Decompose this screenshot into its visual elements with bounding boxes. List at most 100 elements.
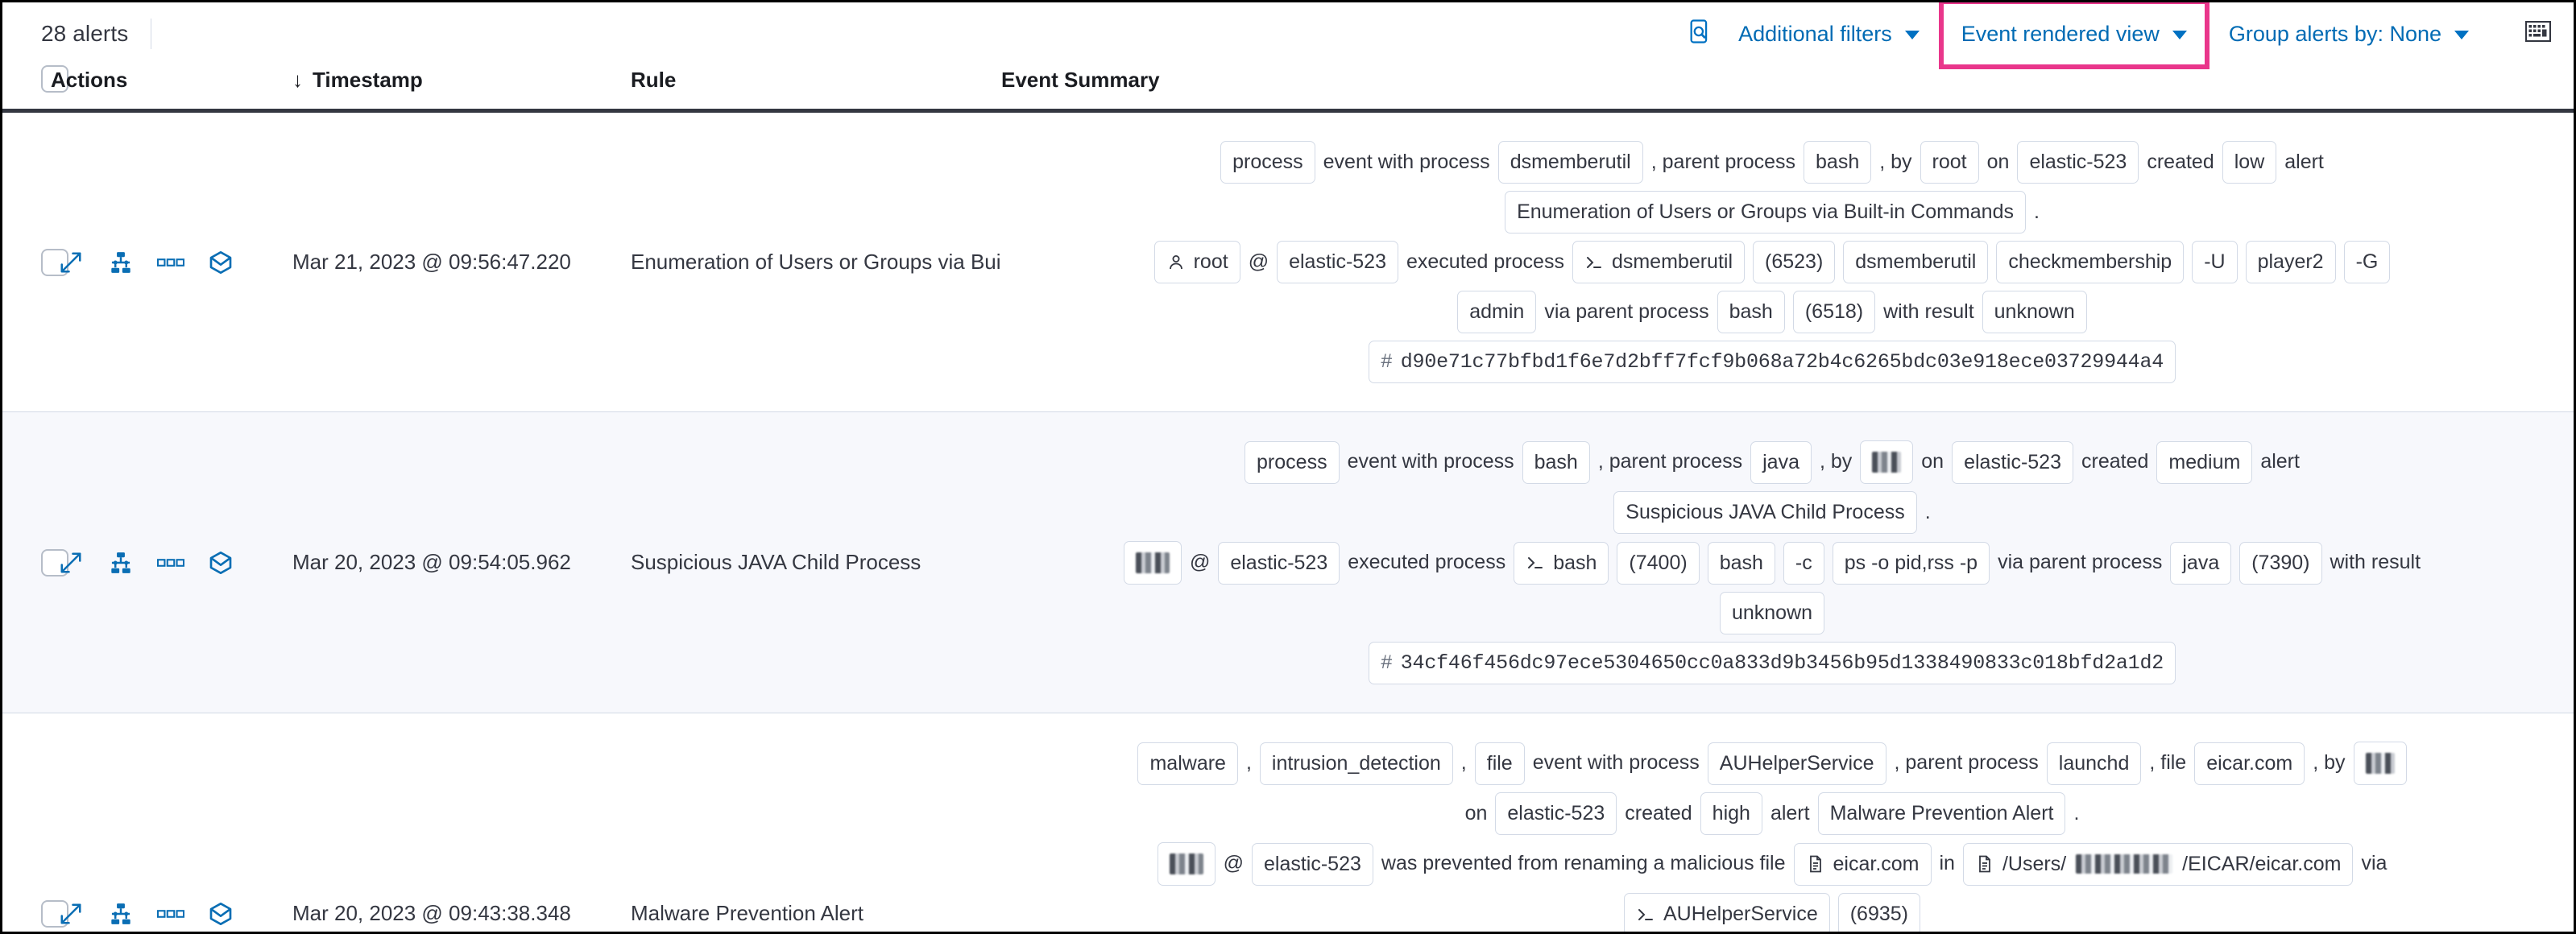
group-alerts-by-button[interactable]: Group alerts by: None <box>2214 14 2483 55</box>
summary-badge[interactable]: malware <box>1137 742 1238 785</box>
badge-label: bash <box>1719 551 1763 574</box>
summary-badge[interactable]: eicar.com <box>2194 742 2305 785</box>
inspect-button[interactable] <box>1677 10 1724 59</box>
keyboard-shortcuts-button[interactable] <box>2516 13 2564 56</box>
expand-icon[interactable] <box>57 900 85 928</box>
summary-badge[interactable]: process <box>1245 440 1340 484</box>
alerts-count-label: 28 alerts <box>41 21 129 46</box>
session-view-icon[interactable] <box>207 900 234 928</box>
more-actions-icon[interactable] <box>157 549 184 577</box>
analyzer-icon[interactable] <box>107 900 135 928</box>
summary-badge[interactable]: ps -o pid,rss -p <box>1832 541 1990 585</box>
file-hash-badge[interactable]: #34cf46f456dc97ece5304650cc0a833d9b3456b… <box>1368 642 2176 684</box>
summary-badge[interactable]: dsmemberutil <box>1497 141 1643 184</box>
summary-badge[interactable]: unknown <box>1982 291 2087 333</box>
summary-badge[interactable]: file <box>1474 742 1525 785</box>
summary-badge[interactable]: dsmemberutil <box>1572 241 1746 283</box>
summary-text: , by <box>1819 450 1853 473</box>
summary-badge[interactable]: bash <box>1522 440 1590 484</box>
summary-badge[interactable]: bash <box>1804 141 1872 184</box>
summary-badge[interactable]: low <box>2222 141 2277 184</box>
summary-badge[interactable]: elastic-523 <box>1277 241 1398 283</box>
select-all-checkbox[interactable] <box>41 65 68 93</box>
summary-badge[interactable]: elastic-523 <box>2017 141 2139 184</box>
summary-badge[interactable]: (7390) <box>2239 541 2322 585</box>
summary-badge[interactable]: AUHelperService <box>1623 893 1830 932</box>
badge-label: dsmemberutil <box>1510 151 1631 173</box>
summary-badge[interactable]: -U <box>2192 241 2238 283</box>
header-timestamp[interactable]: ↓Timestamp <box>292 65 631 111</box>
summary-badge[interactable]: elastic-523 <box>1495 792 1617 835</box>
summary-badge[interactable]: bash <box>1707 541 1775 585</box>
summary-badge[interactable]: player2 <box>2245 241 2336 283</box>
redacted-user-badge[interactable] <box>1860 440 1914 484</box>
file-hash-badge[interactable]: #d90e71c77bfbd1f6e7d2bff7fcf9b068a72b4c6… <box>1368 341 2176 383</box>
summary-badge[interactable]: bash <box>1717 291 1785 333</box>
table-row[interactable]: Mar 20, 2023 @ 09:54:05.962 Suspicious JA… <box>2 411 2574 713</box>
expand-icon[interactable] <box>57 249 85 276</box>
summary-badge[interactable]: eicar.com <box>1793 842 1932 886</box>
additional-filters-button[interactable]: Additional filters <box>1724 14 1934 55</box>
summary-badge[interactable]: root <box>1153 241 1240 283</box>
summary-badge[interactable]: process <box>1220 141 1315 184</box>
summary-text: event with process <box>1323 150 1490 173</box>
summary-text: , by <box>1879 150 1912 173</box>
keyboard-icon <box>2524 20 2552 48</box>
badge-label-suffix: /EICAR/eicar.com <box>2182 852 2342 875</box>
summary-badge[interactable]: java <box>2170 541 2232 585</box>
session-view-icon[interactable] <box>207 549 234 577</box>
summary-badge[interactable]: Enumeration of Users or Groups via Built… <box>1505 191 2026 234</box>
summary-badge[interactable]: elastic-523 <box>1952 440 2073 484</box>
badge-label: elastic-523 <box>1263 852 1361 875</box>
badge-label: process <box>1257 450 1327 473</box>
summary-badge[interactable]: /Users//EICAR/eicar.com <box>1962 842 2354 886</box>
redacted-user-badge[interactable] <box>2353 742 2407 785</box>
summary-badge[interactable]: elastic-523 <box>1218 541 1340 585</box>
analyzer-icon[interactable] <box>107 249 135 276</box>
summary-badge[interactable]: admin <box>1457 291 1537 333</box>
badge-label: elastic-523 <box>1507 802 1605 824</box>
badge-label: high <box>1712 802 1750 824</box>
summary-badge[interactable]: java <box>1750 440 1812 484</box>
analyzer-icon[interactable] <box>107 549 135 577</box>
session-view-icon[interactable] <box>207 249 234 276</box>
summary-badge[interactable]: -G <box>2343 241 2391 283</box>
summary-badge[interactable]: (7400) <box>1617 541 1700 585</box>
summary-badge[interactable]: intrusion_detection <box>1259 742 1453 785</box>
row-timestamp: Mar 20, 2023 @ 09:54:05.962 <box>292 550 571 574</box>
summary-badge[interactable]: checkmembership <box>1996 241 2185 283</box>
redacted-user-badge[interactable] <box>1123 541 1182 585</box>
event-rendered-view-button[interactable]: Event rendered view <box>1938 2 2209 69</box>
summary-badge[interactable]: (6935) <box>1837 893 1920 932</box>
hash-value: d90e71c77bfbd1f6e7d2bff7fcf9b068a72b4c62… <box>1400 350 2164 374</box>
expand-icon[interactable] <box>57 549 85 577</box>
summary-text: alert <box>2284 150 2324 173</box>
more-actions-icon[interactable] <box>157 249 184 276</box>
summary-badge[interactable]: Suspicious JAVA Child Process <box>1613 491 1917 534</box>
summary-badge[interactable]: (6518) <box>1792 291 1876 333</box>
summary-badge[interactable]: launchd <box>2046 742 2142 785</box>
summary-text: in <box>1939 852 1955 875</box>
summary-text: , parent process <box>1597 450 1743 473</box>
summary-badge[interactable]: unknown <box>1719 592 1825 634</box>
summary-badge[interactable]: Malware Prevention Alert <box>1817 792 2066 835</box>
summary-badge[interactable]: elastic-523 <box>1251 842 1373 886</box>
summary-badge[interactable]: root <box>1920 141 1979 184</box>
summary-line: AUHelperService(6935) <box>1008 893 2537 932</box>
summary-badge[interactable]: (6523) <box>1753 241 1836 283</box>
more-actions-icon[interactable] <box>157 900 184 928</box>
summary-badge[interactable]: high <box>1700 792 1762 835</box>
summary-badge[interactable]: AUHelperService <box>1707 742 1886 785</box>
alerts-table-header-row: Actions ↓Timestamp Rule Event Summary <box>2 65 2574 111</box>
header-event-summary: Event Summary <box>1001 68 1160 92</box>
summary-badge[interactable]: bash <box>1514 541 1609 585</box>
summary-badge[interactable]: -c <box>1783 541 1824 585</box>
redacted-user-badge[interactable] <box>1157 842 1216 886</box>
summary-badge[interactable]: dsmemberutil <box>1843 241 1989 283</box>
summary-badge[interactable]: medium <box>2156 440 2253 484</box>
